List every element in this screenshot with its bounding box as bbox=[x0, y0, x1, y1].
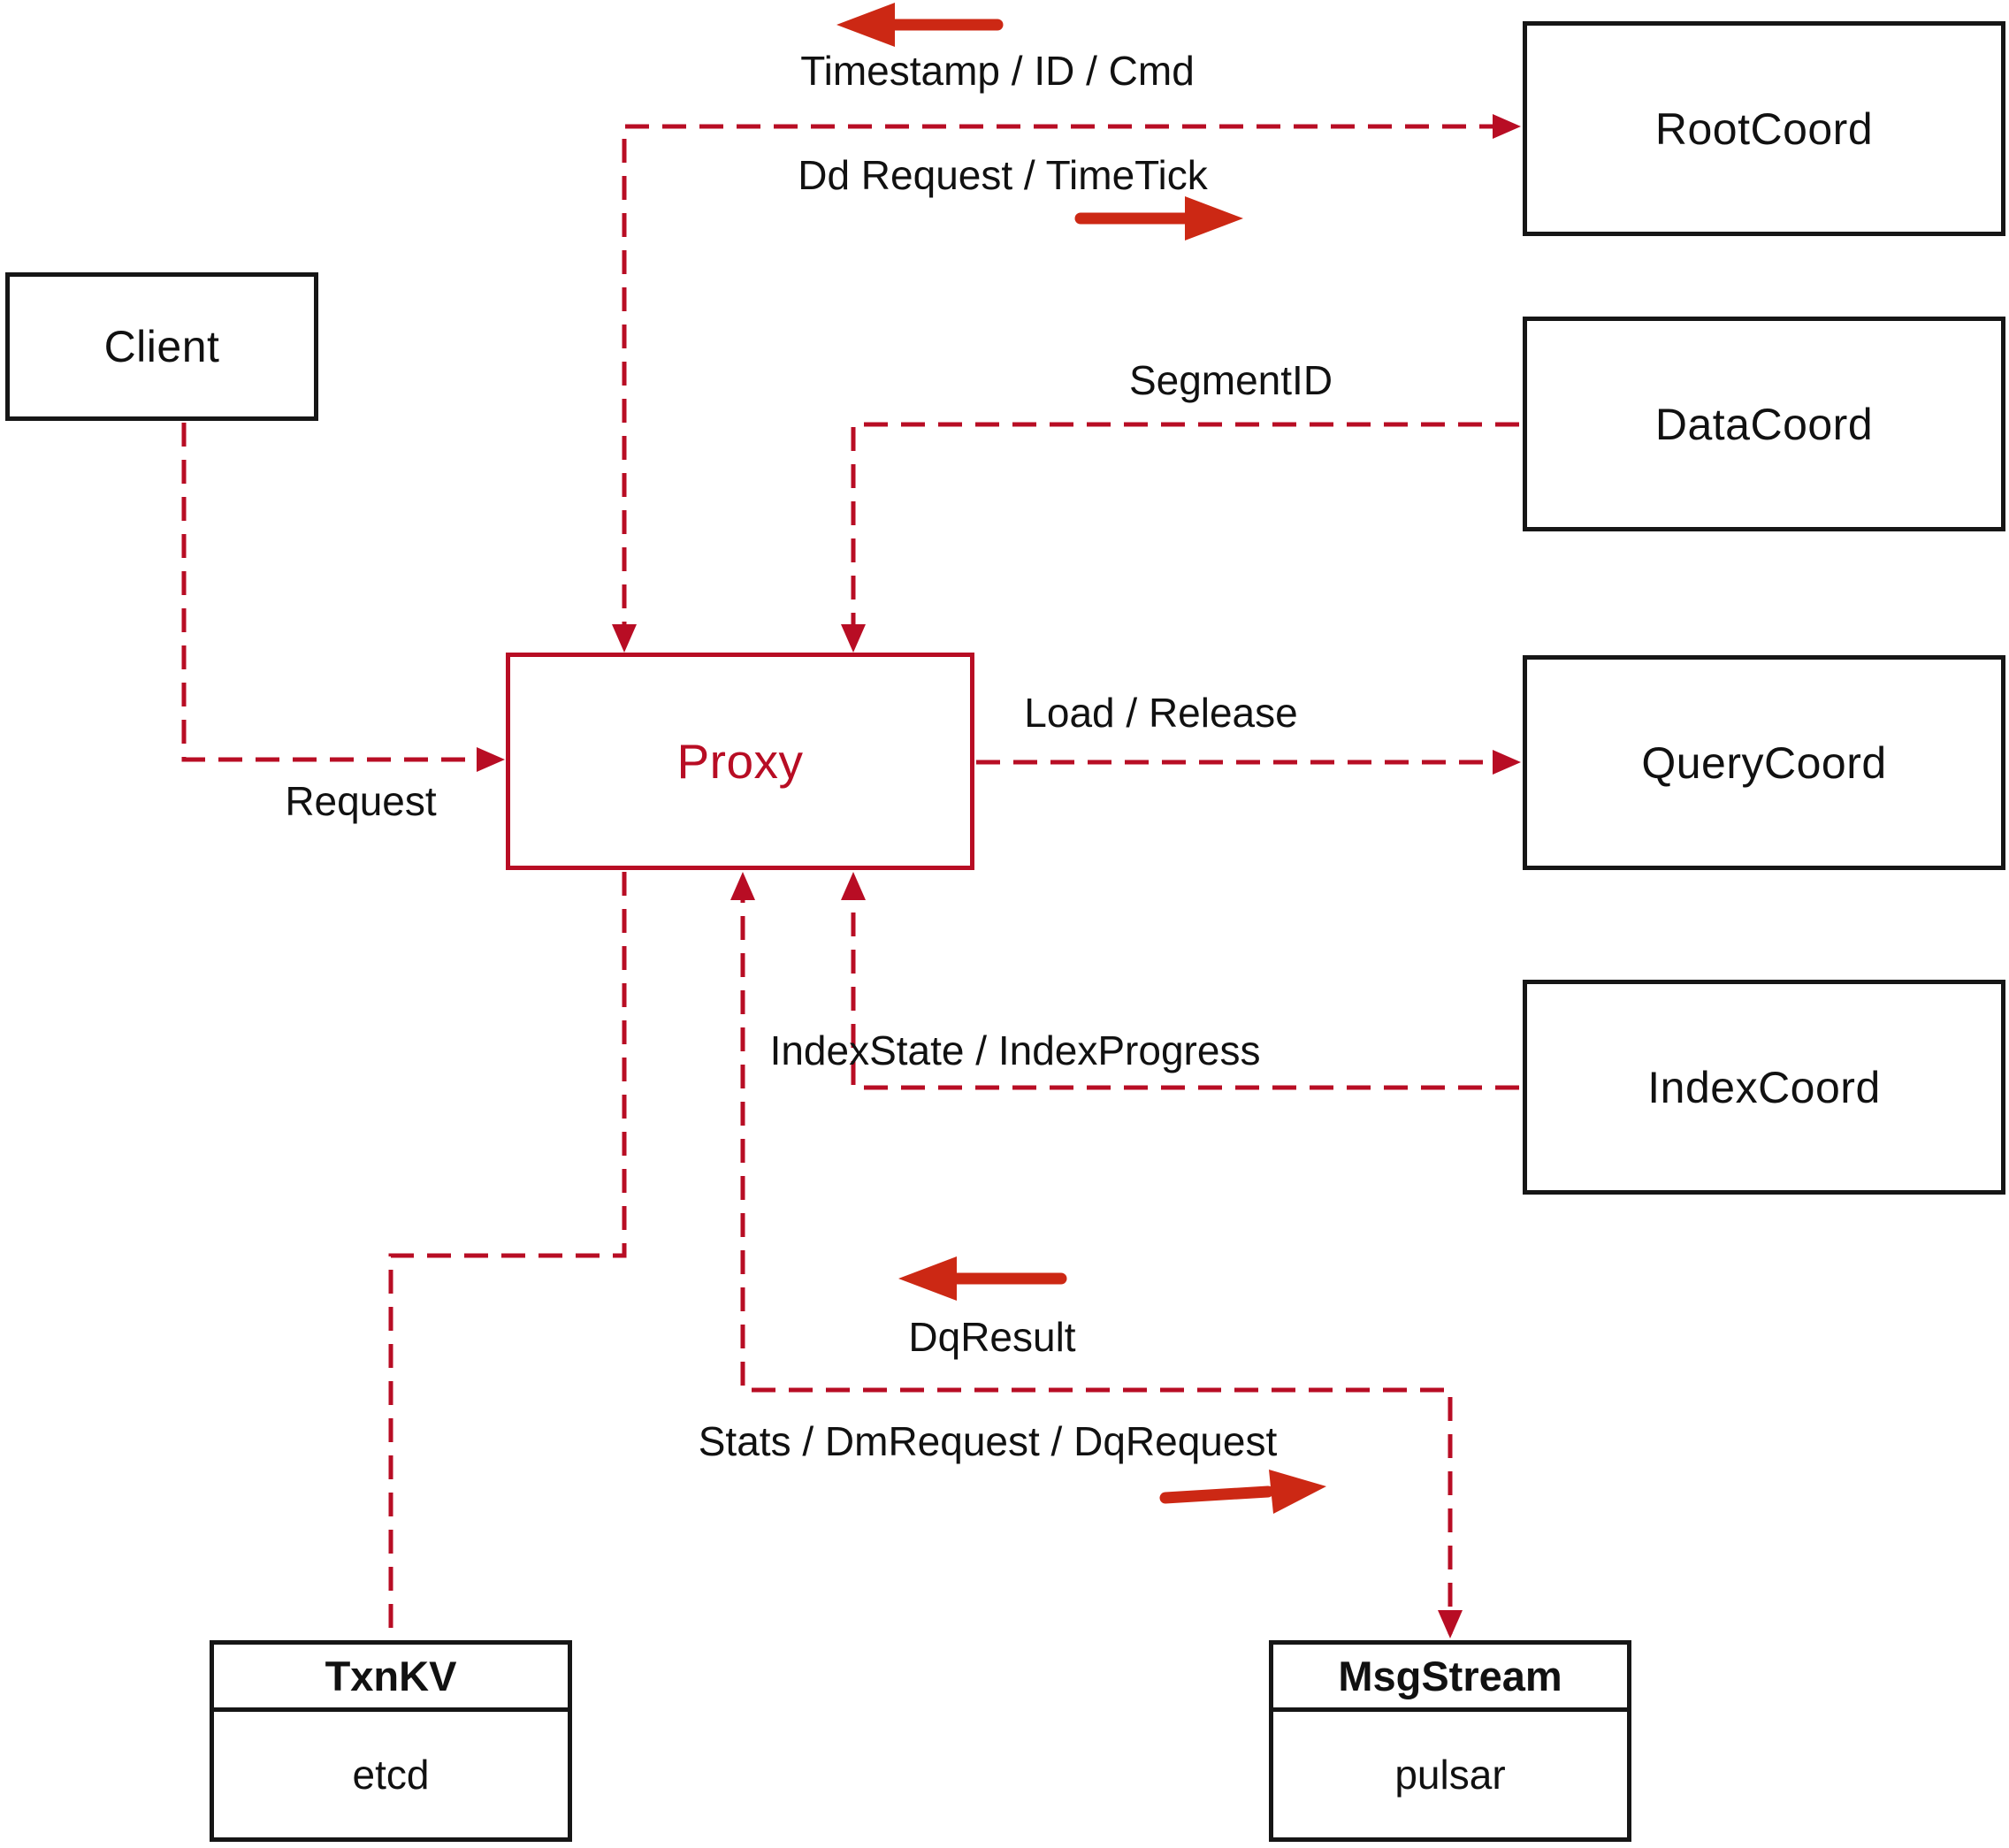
node-proxy-label: Proxy bbox=[676, 734, 804, 789]
node-client-label: Client bbox=[103, 322, 220, 371]
dq-result-left-arrow-icon bbox=[898, 1256, 1067, 1301]
edge-label-load-release: Load / Release bbox=[1024, 690, 1298, 736]
node-rootcoord: RootCoord bbox=[1523, 21, 2005, 236]
dd-request-right-arrow-icon bbox=[1074, 196, 1243, 241]
edge-label-index-state: IndexState / IndexProgress bbox=[769, 1027, 1261, 1073]
node-proxy: Proxy bbox=[506, 653, 974, 870]
node-msgstream: MsgStream pulsar bbox=[1269, 1640, 1631, 1842]
edge-label-segment-id: SegmentID bbox=[1128, 357, 1333, 403]
node-msgstream-impl: pulsar bbox=[1394, 1752, 1506, 1798]
edge-label-stats: Stats / DmRequest / DqRequest bbox=[698, 1418, 1278, 1464]
node-txnkv: TxnKV etcd bbox=[210, 1640, 572, 1842]
edge-proxy-txnkv bbox=[388, 872, 627, 1638]
edge-head-into-rootcoord bbox=[1493, 114, 1521, 139]
edge-head-into-proxy-top-left bbox=[612, 624, 637, 653]
timestamp-left-arrow-icon bbox=[836, 3, 1004, 47]
node-indexcoord: IndexCoord bbox=[1523, 980, 2005, 1195]
node-indexcoord-label: IndexCoord bbox=[1647, 1062, 1881, 1112]
edge-client-proxy bbox=[181, 423, 499, 762]
edge-head-into-proxy-bottom-right bbox=[841, 872, 866, 900]
edge-head-into-msgstream bbox=[1438, 1610, 1463, 1638]
edge-label-request: Request bbox=[285, 778, 437, 824]
edge-head-into-proxy-bottom-middle bbox=[730, 872, 755, 900]
edge-head-into-proxy-left bbox=[477, 747, 505, 772]
node-rootcoord-label: RootCoord bbox=[1654, 103, 1874, 154]
edge-label-timestamp: Timestamp / ID / Cmd bbox=[800, 48, 1195, 94]
edge-head-into-proxy-top-right bbox=[841, 624, 866, 653]
stats-right-arrow-icon bbox=[1159, 1470, 1326, 1514]
edge-label-dq-result: DqResult bbox=[908, 1314, 1076, 1360]
edge-head-into-querycoord bbox=[1493, 750, 1521, 775]
node-msgstream-title: MsgStream bbox=[1273, 1645, 1627, 1712]
node-txnkv-impl: etcd bbox=[352, 1752, 430, 1798]
edge-proxy-rootcoord bbox=[622, 124, 1514, 645]
node-client: Client bbox=[5, 272, 318, 421]
node-datacoord: DataCoord bbox=[1523, 317, 2005, 531]
node-datacoord-label: DataCoord bbox=[1654, 399, 1874, 449]
edge-label-dd-request: Dd Request / TimeTick bbox=[798, 152, 1208, 198]
edge-datacoord-proxy bbox=[851, 422, 1519, 645]
node-txnkv-title: TxnKV bbox=[214, 1645, 568, 1712]
node-querycoord: QueryCoord bbox=[1523, 655, 2005, 870]
node-querycoord-label: QueryCoord bbox=[1641, 737, 1887, 788]
edge-proxy-msgstream bbox=[740, 879, 1453, 1634]
